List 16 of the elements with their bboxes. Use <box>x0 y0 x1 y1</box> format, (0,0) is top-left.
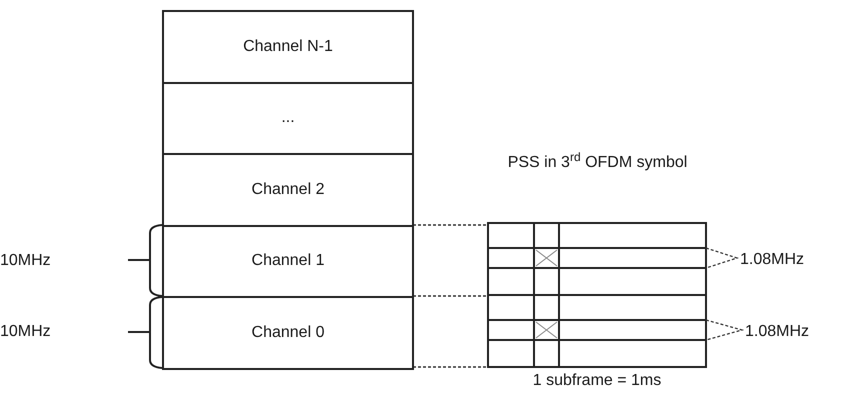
channel-label: ... <box>281 108 295 128</box>
channel-box <box>162 10 414 84</box>
channel-label: Channel 1 <box>252 251 324 272</box>
bandwidth-label: 10MHz <box>0 322 52 342</box>
bandwidth-label: 1.08MHz <box>745 322 810 342</box>
channel-box <box>162 153 414 226</box>
duration-label: 1 subframe = 1ms <box>532 371 662 391</box>
channel-label: Channel 2 <box>252 180 324 200</box>
channel-box <box>162 224 414 298</box>
bandwidth-label: 10MHz <box>0 251 52 271</box>
channel-label: Channel 0 <box>252 322 324 343</box>
annotation: PSS in 3$^{rd}$ OFDM symbol <box>506 152 688 173</box>
channel-box <box>162 296 414 370</box>
bandwidth-label: 1.08MHz <box>740 250 806 270</box>
channel-box <box>162 82 414 155</box>
channel-label: Channel N-1 <box>243 36 333 57</box>
